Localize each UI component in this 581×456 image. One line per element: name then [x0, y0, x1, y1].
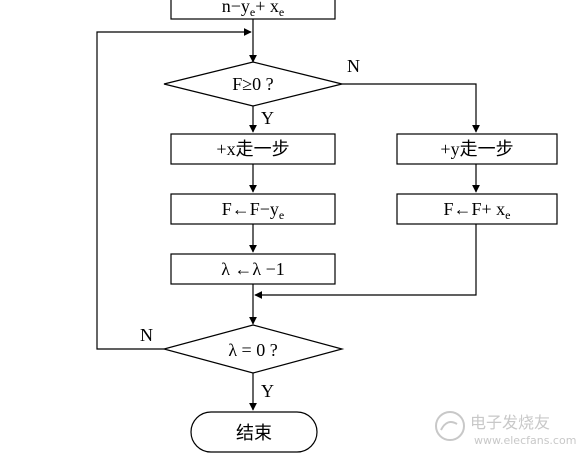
init-label: n−ye+ xe — [222, 0, 284, 19]
end-terminator: 结束 — [190, 411, 318, 453]
decision-f-label: F≥0 ? — [232, 74, 273, 94]
watermark-url: www.elecfans.com — [474, 434, 576, 447]
end-label: 结束 — [236, 423, 272, 443]
update-f-y-label: F←F+ xe — [443, 199, 510, 222]
lambda-dec-label: λ ←λ −1 — [221, 259, 285, 279]
label-lambda-yes: Y — [261, 381, 274, 401]
update-f-x-label: F←F−ye — [222, 199, 285, 222]
decision-lambda-label: λ = 0 ? — [228, 340, 277, 360]
label-lambda-no: N — [140, 325, 153, 345]
decision-lambda: λ = 0 ? — [161, 324, 345, 374]
watermark-logo-icon — [435, 411, 465, 441]
step-x-label: +x走一步 — [216, 139, 289, 159]
edge-merge — [254, 224, 477, 299]
init-box: n−ye+ xe — [170, 0, 336, 20]
label-f-no: N — [347, 56, 360, 76]
label-f-yes: Y — [261, 108, 274, 128]
step-y-label: +y走一步 — [440, 139, 513, 159]
update-f-x-box: F←F−ye — [170, 193, 336, 225]
edge-f-no — [342, 83, 480, 133]
watermark: 电子发烧友 www.elecfans.com — [435, 411, 576, 447]
decision-f: F≥0 ? — [163, 61, 343, 107]
update-f-y-box: F←F+ xe — [396, 193, 558, 225]
step-y-box: +y走一步 — [396, 133, 558, 165]
step-x-box: +x走一步 — [170, 133, 336, 165]
watermark-brand: 电子发烧友 — [470, 413, 550, 432]
lambda-dec-box: λ ←λ −1 — [170, 253, 336, 285]
edge-loop-back — [96, 28, 252, 350]
